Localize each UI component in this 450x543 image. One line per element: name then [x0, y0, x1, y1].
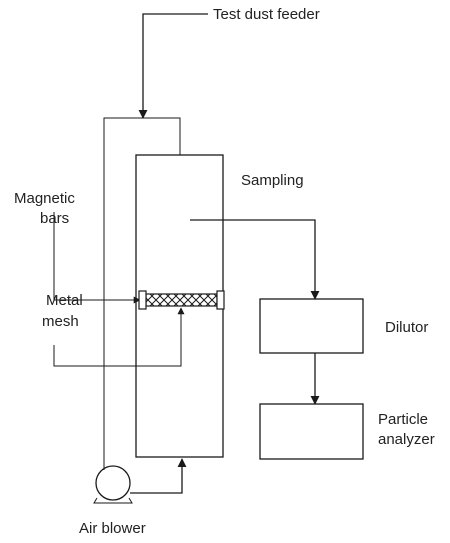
magnetic-bars-label-1: Magnetic [14, 190, 75, 207]
feeder-label: Test dust feeder [213, 6, 320, 23]
magnetic-bars-pointer [53, 212, 106, 301]
blower-air-line [130, 458, 187, 494]
magnetic-bars-label-2: bars [40, 210, 69, 227]
air-blower-base [93, 497, 133, 504]
air-blower-label: Air blower [79, 520, 146, 537]
metal-mesh-pointer [53, 307, 185, 367]
sampling-label: Sampling [241, 172, 304, 189]
particle-analyzer-label-2: analyzer [378, 431, 435, 448]
magnetic-bar-left [138, 290, 147, 310]
metal-mesh-label-1: Metal [46, 292, 83, 309]
metal-mesh-label-2: mesh [42, 313, 79, 330]
dilutor-label: Dilutor [385, 319, 428, 336]
magnetic-bar-right [216, 290, 225, 310]
particle-analyzer-box [259, 403, 364, 460]
metal-mesh [145, 293, 218, 307]
sampling-line [190, 219, 320, 300]
dilutor-box [259, 298, 364, 354]
inlet-duct [103, 117, 181, 470]
air-blower [95, 465, 131, 501]
feeder-line [138, 13, 208, 119]
particle-analyzer-label-1: Particle [378, 411, 428, 428]
